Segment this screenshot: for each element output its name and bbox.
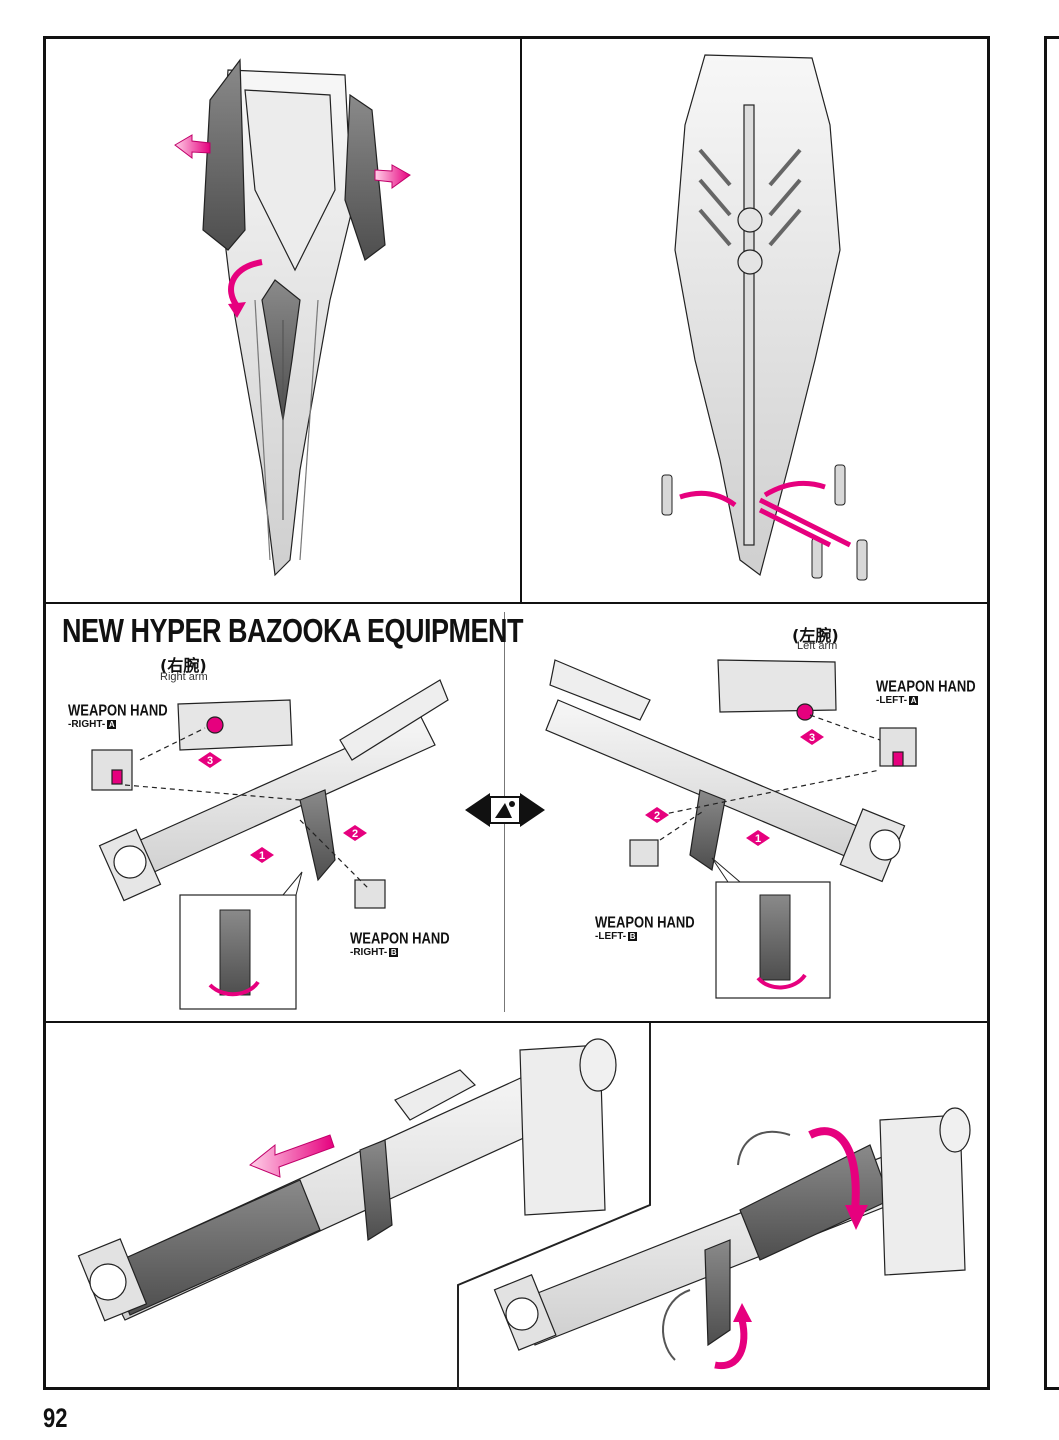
peg-parts [661, 464, 868, 581]
right-arm-label-en: Right arm [160, 671, 208, 683]
bazooka-left-illustration [545, 659, 917, 883]
next-page-edge [1044, 36, 1059, 1390]
left-arm-part [717, 659, 837, 713]
step-3-number-right: 3 [207, 755, 213, 767]
shield-front-illustration [202, 58, 386, 577]
arrow-pull-left [174, 134, 211, 160]
weapon-hand-right-a-sub: -RIGHT-A [68, 719, 117, 730]
step-1-number-right: 1 [259, 850, 265, 862]
divider-horizontal-1 [45, 602, 988, 604]
arrow-extend-barrel [249, 1134, 335, 1178]
dashed-guides-left [659, 714, 881, 841]
step-2-number-left: 2 [654, 810, 660, 822]
section-title: NEW HYPER BAZOOKA EQUIPMENT [62, 612, 524, 650]
part-badge-a: A [909, 695, 919, 705]
weapon-hand-right-b-sub: -RIGHT-B [350, 947, 399, 958]
weapon-hand-left-a-label: WEAPON HAND [876, 677, 976, 695]
step-badges-left [645, 729, 824, 846]
weapon-hand-left-a-sub: -LEFT-A [876, 695, 919, 706]
page-frame [43, 36, 990, 1390]
part-badge-a: A [107, 719, 117, 729]
left-right-mirror-icon [465, 793, 545, 827]
divider-horizontal-2 [45, 1021, 988, 1023]
weapon-hand-right-b-label: WEAPON HAND [350, 929, 450, 947]
inset-outline-bottom-right [457, 1023, 651, 1390]
left-arm-label-jp: (左腕) [792, 626, 839, 645]
dashed-guides-right [124, 727, 371, 891]
arrow-rotate-top [808, 1127, 860, 1211]
bazooka-extend-illustration [77, 1038, 617, 1322]
arrow-rotate-top-outline [737, 1130, 791, 1166]
peg-arrows [679, 480, 852, 548]
arrow-rotate-grip [714, 1319, 748, 1370]
divider-top-vertical [520, 38, 522, 604]
shield-back-illustration [674, 54, 841, 577]
arrow-pull-right [374, 164, 411, 189]
arrow-rotate-grip-outline [662, 1289, 691, 1361]
step-3-number-left: 3 [809, 732, 815, 744]
right-arm-part [177, 699, 293, 751]
step-1-number-left: 1 [755, 833, 761, 845]
part-badge-b: B [389, 947, 399, 957]
left-side-panel [202, 58, 246, 251]
arrow-rotate-blade [228, 259, 263, 308]
left-arm-label-en: Left arm [797, 640, 838, 652]
right-arm-label-jp: (右腕) [160, 656, 207, 675]
part-badge-b: B [628, 931, 638, 941]
step-2-number-right: 2 [352, 828, 358, 840]
bazooka-right-illustration [91, 679, 449, 909]
page-number: 92 [43, 1403, 68, 1433]
weapon-hand-left-b-sub: -LEFT-B [595, 931, 638, 942]
weapon-hand-left-b-label: WEAPON HAND [595, 913, 695, 931]
right-side-panel [344, 93, 386, 261]
weapon-hand-right-a-label: WEAPON HAND [68, 701, 168, 719]
step-badges-right [198, 752, 367, 863]
